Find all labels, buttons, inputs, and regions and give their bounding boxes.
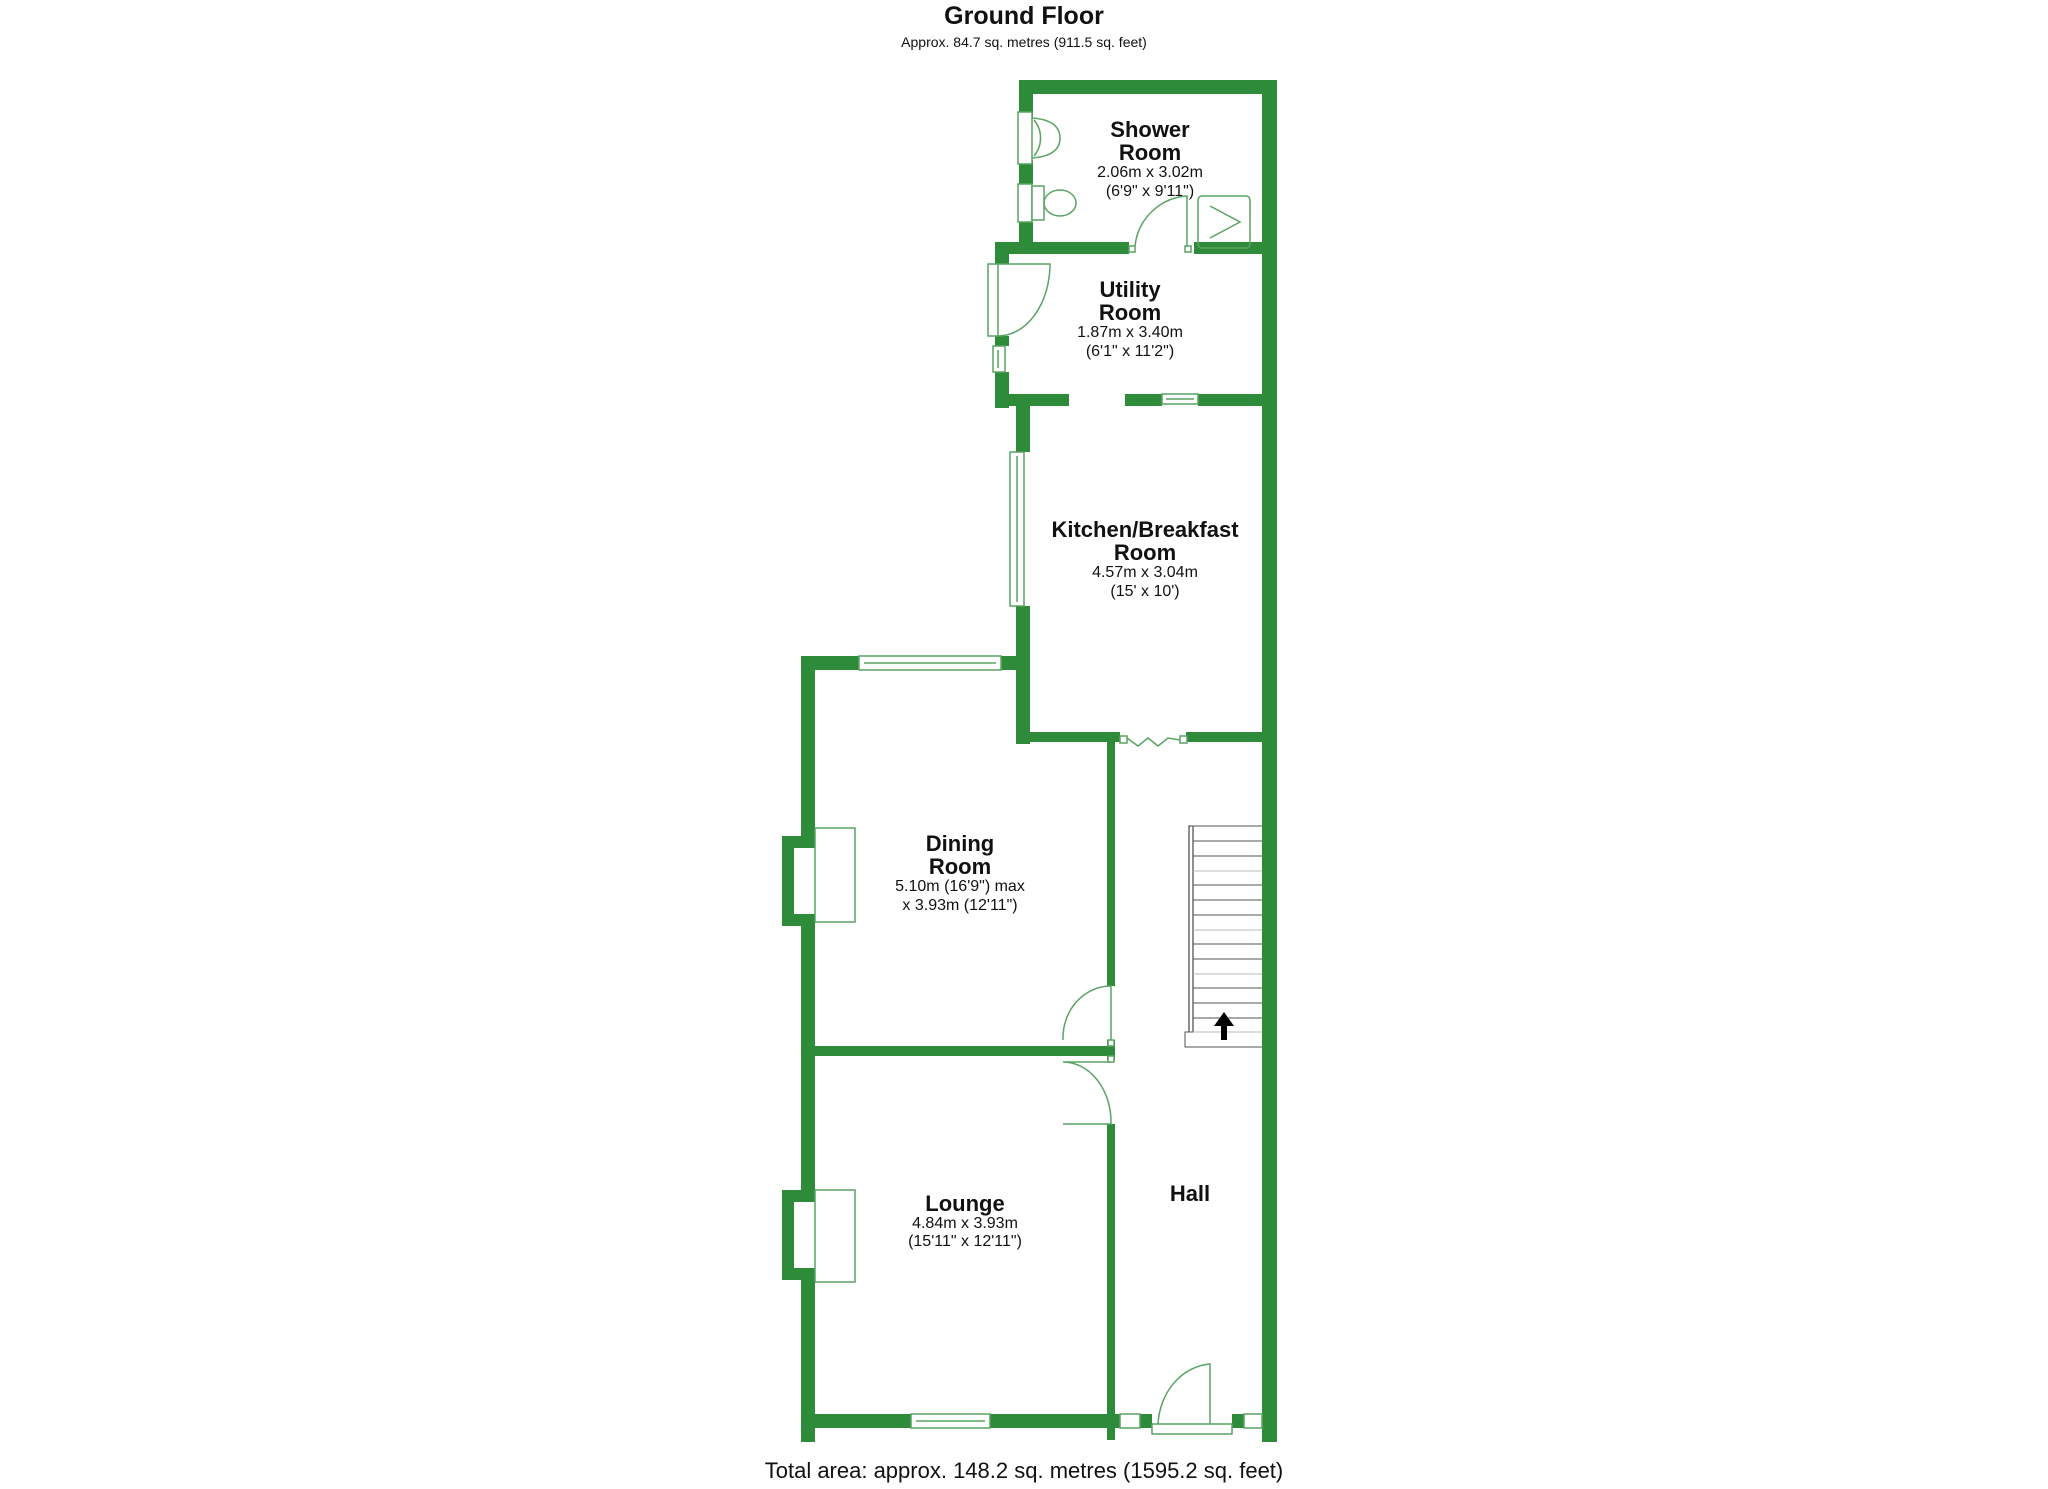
room-name: Utility [1099, 277, 1161, 302]
room-name: Room [1098, 300, 1162, 326]
room-label-utility-room: Utility Room 1.87m x 3.40m (6'1" x 11'2"… [1030, 278, 1230, 361]
room-dimensions-imperial: (6'9" x 9'11") [1105, 182, 1195, 200]
up-arrow-icon [1214, 1012, 1234, 1040]
room-dimensions-metric: 2.06m x 3.02m [1097, 164, 1203, 182]
room-dimensions-metric: 5.10m (16'9") max [895, 878, 1025, 896]
room-name: Room [1113, 540, 1177, 566]
room-label-kitchen-breakfast-room: Kitchen/Breakfast Room 4.57m x 3.04m (15… [1030, 518, 1260, 601]
floor-area-subtitle: Approx. 84.7 sq. metres (911.5 sq. feet) [901, 34, 1147, 50]
room-label-hall: Hall [1135, 1182, 1245, 1205]
room-label-shower-room: Shower Room 2.06m x 3.02m (6'9" x 9'11") [1050, 118, 1250, 201]
room-dimensions-metric: 1.87m x 3.40m [1077, 324, 1183, 342]
walls [782, 80, 1277, 1442]
room-name: Kitchen/Breakfast [1051, 517, 1239, 542]
room-dimensions-metric: 4.57m x 3.04m [1092, 564, 1198, 582]
room-dimensions-metric: 4.84m x 3.93m [912, 1215, 1018, 1233]
room-name: Shower [1110, 117, 1190, 142]
room-name: Room [928, 854, 992, 880]
room-name: Dining [925, 831, 995, 856]
room-name: Hall [1169, 1181, 1211, 1206]
total-area: Total area: approx. 148.2 sq. metres (15… [764, 1458, 1284, 1483]
room-dimensions-imperial: (15'11" x 12'11") [908, 1233, 1022, 1251]
room-name: Lounge [925, 1191, 1005, 1216]
room-label-dining-room: Dining Room 5.10m (16'9") max x 3.93m (1… [860, 832, 1060, 915]
room-dimensions-imperial: (6'1" x 11'2") [1085, 342, 1175, 360]
room-dimensions-imperial: (15' x 10') [1110, 582, 1180, 600]
floor-title: Ground Floor [944, 2, 1104, 30]
room-dimensions-imperial: x 3.93m (12'11") [902, 896, 1018, 914]
fixtures [814, 111, 1263, 1435]
room-name: Room [1118, 140, 1182, 166]
staircase [1184, 825, 1262, 1048]
room-label-lounge: Lounge 4.84m x 3.93m (15'11" x 12'11") [865, 1192, 1065, 1252]
